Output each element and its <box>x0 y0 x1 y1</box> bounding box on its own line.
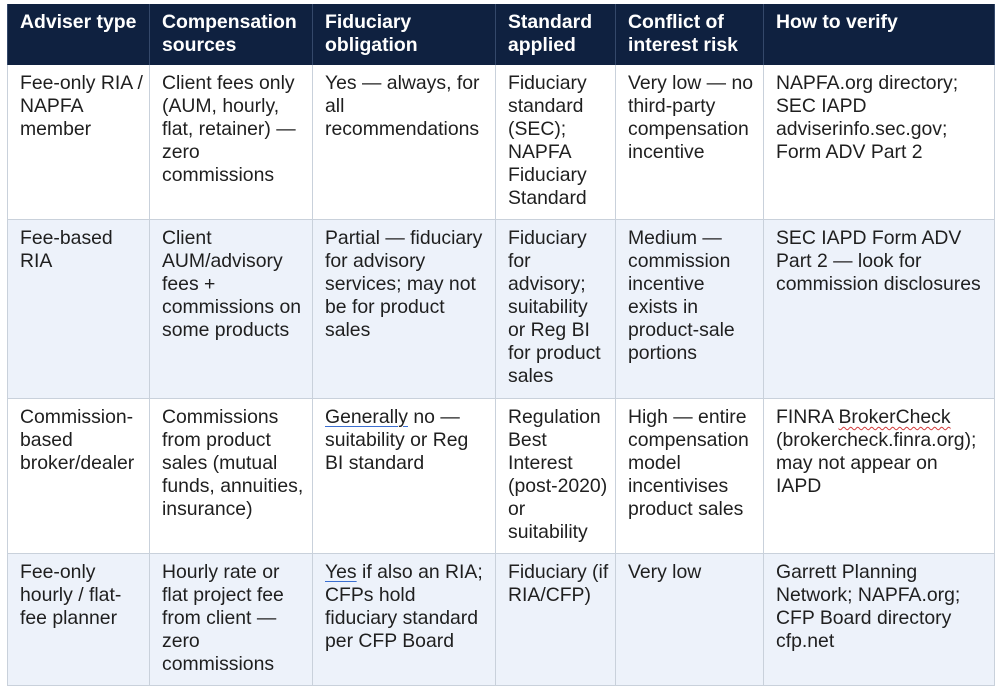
header-conflict-of-interest-risk: Conflict of interest risk <box>615 4 764 65</box>
cell-adviser-type: Fee-only hourly / flat-fee planner <box>7 553 150 686</box>
header-fiduciary-obligation: Fiduciary obligation <box>312 4 496 65</box>
cell-fiduciary-obligation: Partial — fiduciary for advisory service… <box>312 219 496 399</box>
spelling-flagged-word: BrokerCheck <box>838 406 951 428</box>
cell-adviser-type: Commission-based broker/dealer <box>7 398 150 554</box>
cell-adviser-type: Fee-only RIA / NAPFA member <box>7 65 150 220</box>
cell-fiduciary-obligation: Yes if also an RIA; CFPs hold fiduciary … <box>312 553 496 686</box>
cell-adviser-type: Fee-based RIA <box>7 219 150 399</box>
cell-how-to-verify: Garrett Planning Network; NAPFA.org; CFP… <box>763 553 995 686</box>
cell-standard-applied: Regulation Best Interest (post-2020) or … <box>495 398 616 554</box>
grammar-flagged-word: Yes <box>325 561 357 583</box>
cell-fiduciary-obligation: Generally no — suitability or Reg BI sta… <box>312 398 496 554</box>
cell-text: FINRA <box>776 406 839 428</box>
cell-compensation-sources: Commissions from product sales (mutual f… <box>149 398 313 554</box>
adviser-comparison-table: Adviser type Compensation sources Fiduci… <box>7 4 995 686</box>
table-header-row: Adviser type Compensation sources Fiduci… <box>7 4 995 65</box>
header-how-to-verify: How to verify <box>763 4 995 65</box>
cell-text: (brokercheck.finra.org); may not appear … <box>776 429 977 497</box>
header-standard-applied: Standard applied <box>495 4 616 65</box>
table-row: Commission-based broker/dealer Commissio… <box>7 398 995 554</box>
grammar-flagged-word: Generally <box>325 406 408 428</box>
cell-conflict-of-interest-risk: Very low <box>615 553 764 686</box>
header-adviser-type: Adviser type <box>7 4 150 65</box>
cell-fiduciary-obligation: Yes — always, for all recommendations <box>312 65 496 220</box>
cell-text: no — suitability or Reg BI standard <box>325 406 469 474</box>
table-row: Fee-only RIA / NAPFA member Client fees … <box>7 65 995 220</box>
cell-how-to-verify: FINRA BrokerCheck (brokercheck.finra.org… <box>763 398 995 554</box>
cell-conflict-of-interest-risk: High — entire compensation model incenti… <box>615 398 764 554</box>
cell-text: if also an RIA; CFPs hold fiduciary stan… <box>325 561 483 652</box>
cell-how-to-verify: SEC IAPD Form ADV Part 2 — look for comm… <box>763 219 995 399</box>
adviser-comparison-table-container: Adviser type Compensation sources Fiduci… <box>7 4 995 686</box>
cell-compensation-sources: Hourly rate or flat project fee from cli… <box>149 553 313 686</box>
table-row: Fee-based RIA Client AUM/advisory fees +… <box>7 219 995 399</box>
cell-how-to-verify: NAPFA.org directory; SEC IAPD adviserinf… <box>763 65 995 220</box>
table-row: Fee-only hourly / flat-fee planner Hourl… <box>7 553 995 686</box>
header-compensation-sources: Compensation sources <box>149 4 313 65</box>
cell-compensation-sources: Client fees only (AUM, hourly, flat, ret… <box>149 65 313 220</box>
cell-conflict-of-interest-risk: Medium — commission incentive exists in … <box>615 219 764 399</box>
cell-standard-applied: Fiduciary for advisory; suitability or R… <box>495 219 616 399</box>
cell-standard-applied: Fiduciary standard (SEC); NAPFA Fiduciar… <box>495 65 616 220</box>
cell-standard-applied: Fiduciary (if RIA/CFP) <box>495 553 616 686</box>
cell-compensation-sources: Client AUM/advisory fees + commissions o… <box>149 219 313 399</box>
cell-conflict-of-interest-risk: Very low — no third-party compensation i… <box>615 65 764 220</box>
